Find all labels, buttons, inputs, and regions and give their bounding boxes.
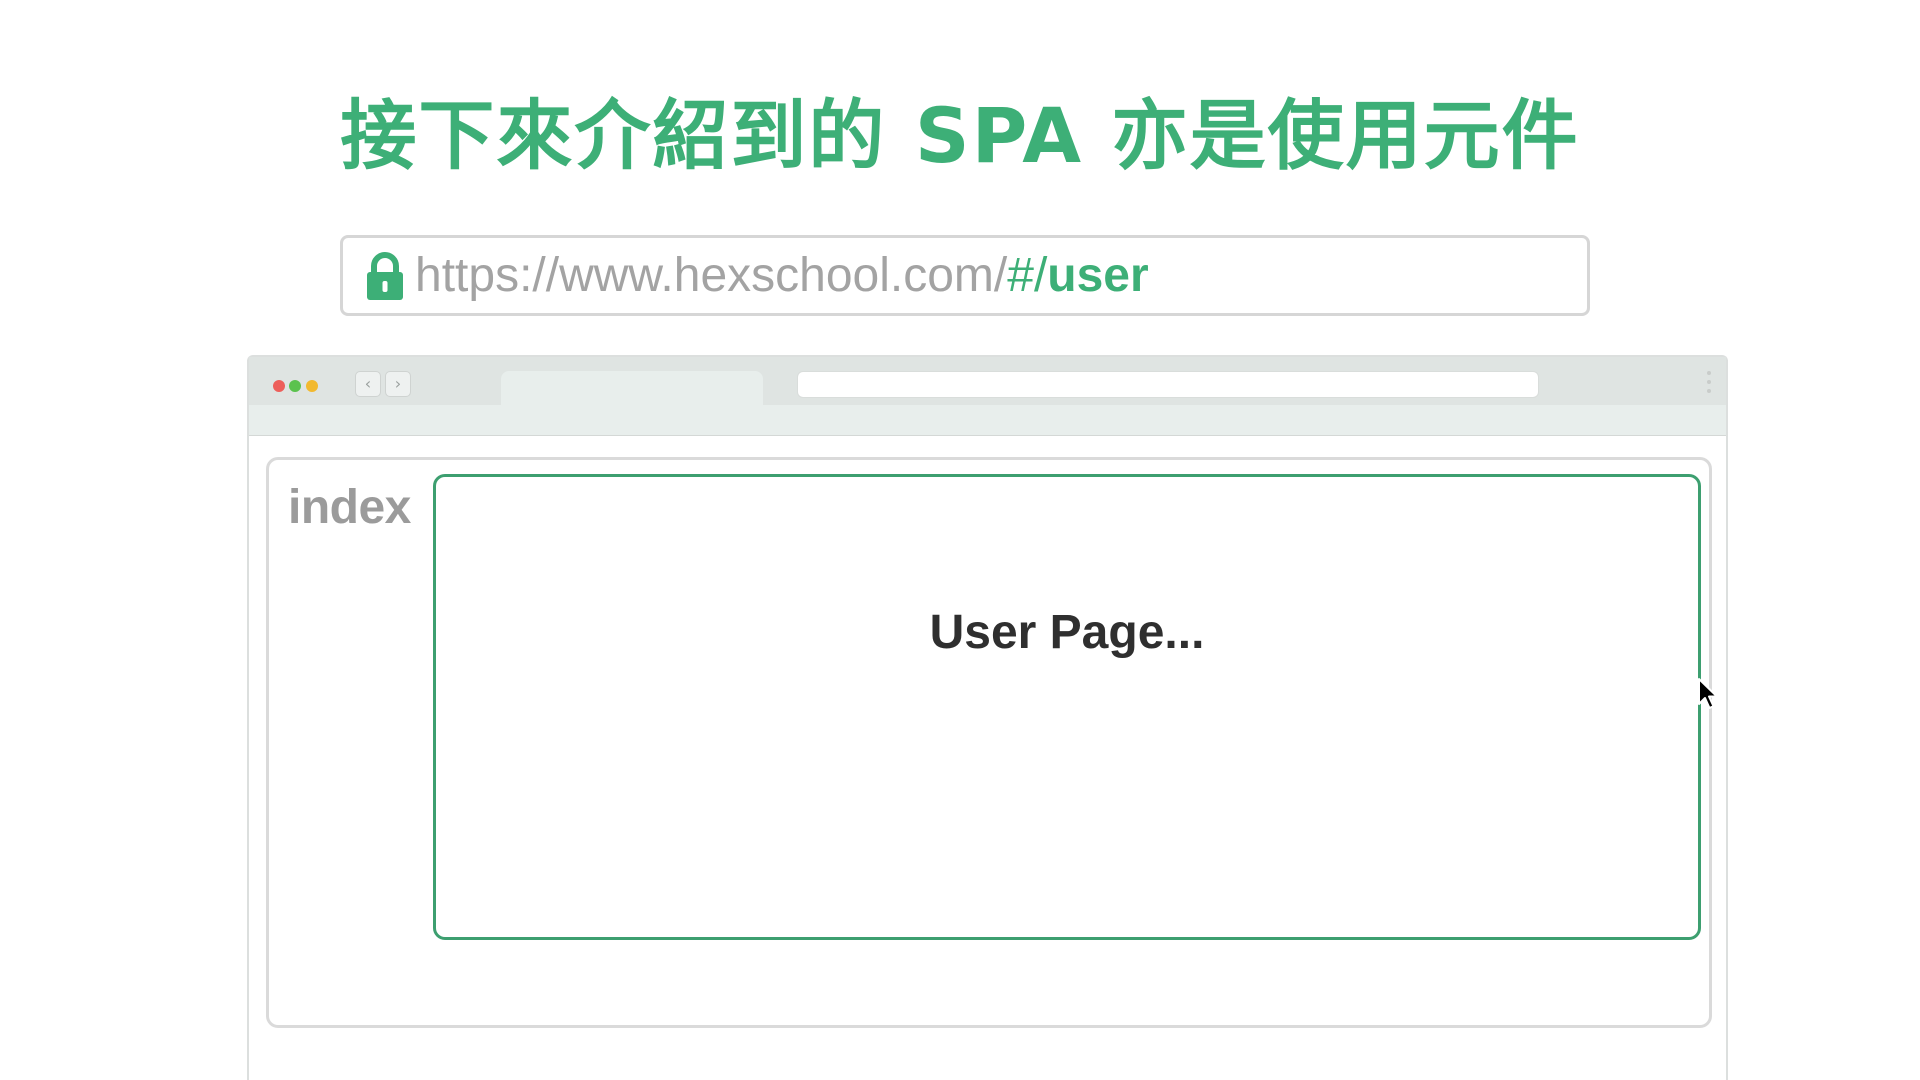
lock-icon	[367, 251, 403, 300]
browser-tab[interactable]	[501, 371, 763, 407]
close-window-button[interactable]	[273, 380, 285, 392]
url-base: https://www.hexschool.com/	[415, 249, 1008, 302]
url-hash: #/	[1007, 249, 1048, 302]
zoom-window-button[interactable]	[289, 380, 301, 392]
browser-address-field[interactable]	[797, 371, 1539, 398]
user-page-text: User Page...	[929, 606, 1205, 659]
index-label: index	[288, 481, 411, 534]
mouse-pointer-icon	[1698, 678, 1718, 709]
url-path: user	[1047, 249, 1149, 302]
router-view: User Page...	[433, 474, 1701, 940]
slide-title: 接下來介紹到的 SPA 亦是使用元件	[340, 91, 1580, 180]
minimize-window-button[interactable]	[306, 380, 318, 392]
forward-button[interactable]: ›	[385, 371, 411, 397]
index-component: index User Page...	[266, 457, 1712, 1028]
back-button[interactable]: ‹	[355, 371, 381, 397]
url-bar[interactable]: https://www.hexschool.com/#/user	[340, 235, 1590, 316]
browser-chrome: ‹ ›	[249, 357, 1726, 436]
browser-window: ‹ › index User Page...	[247, 355, 1728, 1080]
url-text: https://www.hexschool.com/#/user	[415, 248, 1149, 303]
toolbar-band	[249, 405, 1726, 435]
more-vertical-icon[interactable]	[1706, 371, 1712, 393]
